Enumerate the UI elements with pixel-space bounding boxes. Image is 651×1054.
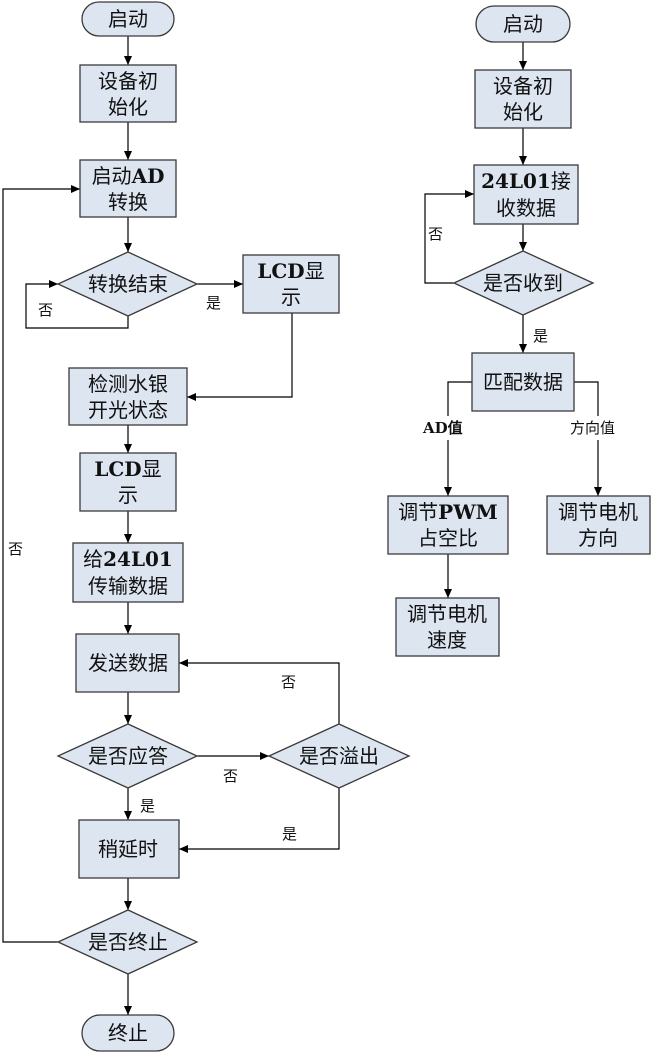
node-init-line2: 始化 [108,95,148,119]
node-r-adjust-pwm-line1: 调节PWM [398,500,498,524]
node-acknowledged: 是否应答 [56,723,199,789]
label-conv-yes: 是 [206,294,221,312]
node-r-init-line1: 设备初 [493,74,553,98]
label-ovf-no: 否 [281,673,296,691]
label-match-dir: 方向值 [570,419,615,437]
node-send-data-text: 发送数据 [88,651,168,675]
edge-r-match-to-dir [574,381,602,496]
node-detect-switch-line2: 开光状态 [88,398,168,422]
node-lcd-display-1-line1: LCD显 [257,259,324,283]
node-r-start-text: 启动 [503,12,543,36]
edge-ovf-yes-to-delay [179,788,340,853]
node-lcd-display-2: LCD显 示 [79,452,177,512]
nodes-left: 启动 设备初 始化 启动AD 转换 转换结束 LCD显 示 检测水银 开光状态 [56,1,411,1052]
edge-term-no-to-ad [2,185,80,943]
node-overflow-text: 是否溢出 [299,744,379,768]
node-r-receive-line2: 收数据 [496,196,556,220]
node-r-adjust-direction-line1: 调节电机 [558,500,638,524]
node-init-line1: 设备初 [98,69,158,93]
edges-left [2,36,340,1015]
node-r-init-line2: 始化 [503,100,543,124]
node-r-adjust-speed-line2: 速度 [427,628,467,652]
node-conversion-done: 转换结束 [56,251,199,317]
node-detect-switch-line1: 检测水银 [88,372,168,396]
node-r-adjust-speed-line1: 调节电机 [407,602,487,626]
node-r-received-check-text: 是否收到 [483,271,563,295]
edge-lcd1-to-detect [187,313,293,401]
edge-r-got-no-loop [424,190,474,284]
node-transmit-24l01: 给24L01 传输数据 [72,542,184,603]
node-lcd-display-1: LCD显 示 [242,254,340,314]
label-got-yes: 是 [533,327,548,345]
node-start: 启动 [81,1,175,37]
node-r-adjust-speed: 调节电机 速度 [395,597,500,657]
label-term-no: 否 [8,540,23,558]
label-ovf-yes: 是 [282,825,297,843]
node-r-received-check: 是否收到 [452,250,595,316]
node-end-text: 终止 [108,1021,148,1045]
node-start-text: 启动 [108,7,148,31]
node-transmit-24l01-line2: 传输数据 [88,574,168,598]
node-r-match-data-text: 匹配数据 [483,370,563,394]
node-detect-switch: 检测水银 开光状态 [68,367,188,426]
node-r-receive-line1: 24L01接 [481,169,571,193]
edge-r-match-to-pwm [444,381,472,496]
label-ack-yes: 是 [140,797,155,815]
edge-ovf-no-to-send [179,659,340,724]
node-terminate-check: 是否终止 [56,909,199,975]
node-conversion-done-text: 转换结束 [88,272,168,296]
node-terminate-check-text: 是否终止 [88,930,168,954]
node-init: 设备初 始化 [79,64,177,123]
node-end: 终止 [81,1014,175,1052]
label-conv-no: 否 [38,301,53,319]
node-r-match-data: 匹配数据 [471,352,575,412]
node-start-ad-line2: 转换 [108,190,148,214]
label-got-no: 否 [428,225,443,243]
label-ack-no: 否 [223,767,238,785]
node-r-adjust-direction: 调节电机 方向 [546,495,651,555]
edge-labels: 否 是 否 否 是 否 是 否 是 AD值 方向值 [6,222,628,843]
node-r-adjust-pwm-line2: 占空比 [418,526,478,550]
node-lcd-display-2-line1: LCD显 [94,457,161,481]
node-r-adjust-pwm: 调节PWM 占空比 [387,495,509,555]
node-overflow: 是否溢出 [267,723,411,789]
node-start-ad: 启动AD 转换 [79,159,177,218]
node-short-delay-text: 稍延时 [98,837,158,861]
node-acknowledged-text: 是否应答 [88,744,168,768]
node-r-init: 设备初 始化 [474,69,572,129]
nodes-right: 启动 设备初 始化 24L01接 收数据 是否收到 匹配数据 调节PWM 占空比… [387,5,651,657]
node-lcd-display-2-line2: 示 [118,483,138,507]
edges-right [424,42,602,598]
node-start-ad-line1: 启动AD [92,164,165,188]
label-match-ad: AD值 [422,419,463,437]
node-r-receive: 24L01接 收数据 [473,164,579,225]
node-r-adjust-direction-line2: 方向 [578,526,618,550]
node-transmit-24l01-line1: 给24L01 [83,547,173,571]
node-short-delay: 稍延时 [78,819,180,879]
edge-conv-no-loop [25,280,129,329]
node-lcd-display-1-line2: 示 [281,285,301,309]
node-r-start: 启动 [475,5,571,43]
node-send-data: 发送数据 [75,633,180,693]
